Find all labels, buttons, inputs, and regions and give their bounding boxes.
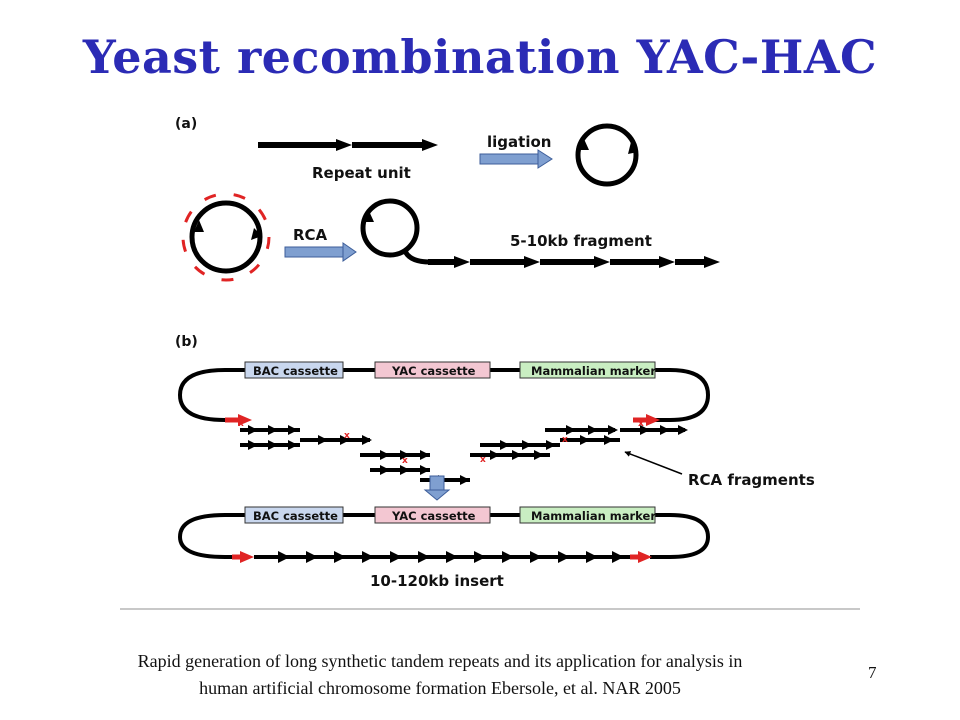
panel-a-label: (a) <box>175 116 197 132</box>
repeat-unit-arrows <box>258 139 438 151</box>
rca-fragments-pointer <box>624 451 683 475</box>
rca-fragments-label: RCA fragments <box>688 471 815 489</box>
primer-circle <box>181 192 271 282</box>
yac-cassette-label-bottom: YAC cassette <box>391 509 476 523</box>
vector-top <box>177 368 711 426</box>
slide-title: Yeast recombination YAC-HAC <box>82 30 878 84</box>
caption-line-1: Rapid generation of long synthetic tande… <box>137 651 743 671</box>
panel-b-label: (b) <box>175 334 198 350</box>
yac-cassette-top: YAC cassette <box>374 361 491 379</box>
mammalian-marker-label: Mammalian marker <box>531 364 656 378</box>
svg-text:x: x <box>480 455 486 465</box>
svg-text:x: x <box>562 435 568 445</box>
svg-text:x: x <box>344 431 350 441</box>
recombination-arrow <box>423 475 451 501</box>
insert-label: 10-120kb insert <box>370 572 504 590</box>
caption-line-2: human artificial chromosome formation Eb… <box>199 678 681 698</box>
ligation-label: ligation <box>487 133 551 151</box>
citation-caption: Rapid generation of long synthetic tande… <box>0 648 880 702</box>
fragment-arrows <box>428 256 720 268</box>
mammalian-marker-label-bottom: Mammalian marker <box>531 509 656 523</box>
rolling-circle <box>360 198 431 265</box>
rca-label: RCA <box>293 226 328 244</box>
repeat-unit-label: Repeat unit <box>312 164 411 182</box>
svg-text:x: x <box>638 419 644 429</box>
bac-cassette-label-bottom: BAC cassette <box>253 509 338 523</box>
ligated-circle <box>575 123 639 187</box>
svg-text:x: x <box>402 456 408 466</box>
yac-cassette-label: YAC cassette <box>391 364 476 378</box>
mammalian-marker-top: Mammalian marker <box>519 361 656 379</box>
mammalian-marker-bottom: Mammalian marker <box>519 506 656 524</box>
page-number: 7 <box>868 663 877 682</box>
bac-cassette-top: BAC cassette <box>244 361 344 379</box>
ligation-arrow <box>479 149 553 169</box>
bac-cassette-label: BAC cassette <box>253 364 338 378</box>
vector-bottom <box>177 513 711 563</box>
fragment-label: 5-10kb fragment <box>510 232 652 250</box>
bac-cassette-bottom: BAC cassette <box>244 506 344 524</box>
rca-arrow <box>284 242 357 262</box>
svg-text:x: x <box>238 419 244 429</box>
rca-fragments: x x x x x x <box>238 419 688 485</box>
yac-cassette-bottom: YAC cassette <box>374 506 491 524</box>
